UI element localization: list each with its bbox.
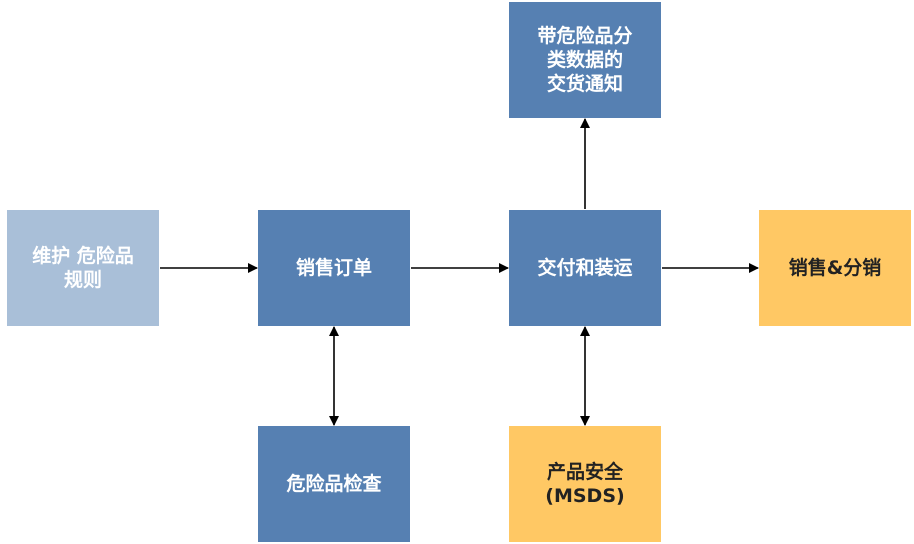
node-sales-order: 销售订单 [258, 210, 410, 326]
node-sales-order-label: 销售订单 [295, 256, 372, 279]
node-maintain-dg-rules-label: 维护 危险品 规则 [32, 244, 134, 291]
node-delivery-notice: 带危险品分 类数据的 交货通知 [509, 2, 661, 118]
node-sales-distribution-label: 销售&分销 [788, 256, 882, 279]
node-product-safety-msds: 产品安全 (MSDS) [509, 426, 661, 542]
node-delivery-shipping: 交付和装运 [509, 210, 661, 326]
node-dg-check-label: 危险品检查 [286, 472, 382, 495]
node-maintain-dg-rules: 维护 危险品 规则 [7, 210, 159, 326]
node-delivery-shipping-label: 交付和装运 [537, 256, 633, 279]
node-dg-check: 危险品检查 [258, 426, 410, 542]
node-product-safety-msds-label: 产品安全 (MSDS) [545, 460, 625, 507]
node-sales-distribution: 销售&分销 [759, 210, 911, 326]
node-delivery-notice-label: 带危险品分 类数据的 交货通知 [537, 24, 633, 96]
